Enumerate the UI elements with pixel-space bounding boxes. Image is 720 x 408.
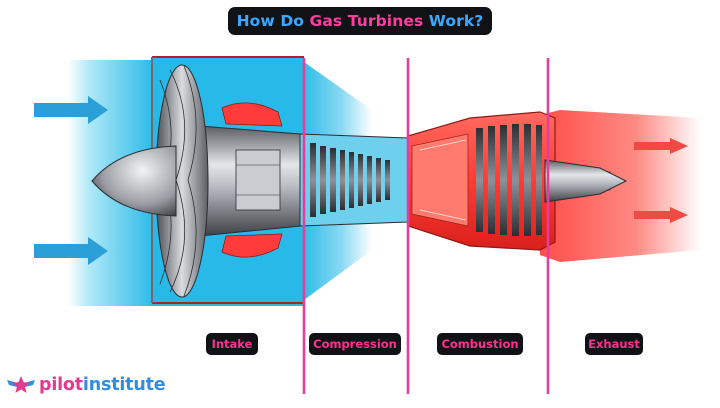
title-part-3: Work? bbox=[423, 12, 484, 30]
compressor-blades bbox=[310, 143, 390, 217]
stage-label-intake: Intake bbox=[206, 333, 258, 355]
stage-label-exhaust: Exhaust bbox=[585, 333, 643, 355]
brand-name-institute: institute bbox=[82, 375, 166, 395]
title-part-1: How Do bbox=[236, 12, 310, 30]
combustion-chamber bbox=[411, 133, 469, 227]
stage-label-combustion: Combustion bbox=[437, 333, 523, 355]
inflow-arrow-bottom-icon bbox=[34, 237, 108, 265]
section-dividers bbox=[302, 58, 550, 394]
brand-name-pilot: pilot bbox=[39, 375, 83, 395]
spinner-nose bbox=[91, 145, 177, 217]
exhaust-cone bbox=[544, 159, 628, 203]
title-part-2: Gas Turbines bbox=[309, 12, 424, 30]
inflow-arrow-top-icon bbox=[34, 96, 108, 124]
diagram-title: How Do Gas Turbines Work? bbox=[228, 7, 492, 35]
fan-core bbox=[199, 102, 301, 258]
turbine-blades bbox=[476, 124, 542, 236]
outflow-arrow-bottom-icon bbox=[634, 207, 688, 223]
stage-label-compression: Compression bbox=[309, 333, 401, 355]
star-wings-icon bbox=[7, 376, 35, 393]
outflow-arrow-top-icon bbox=[634, 138, 688, 154]
